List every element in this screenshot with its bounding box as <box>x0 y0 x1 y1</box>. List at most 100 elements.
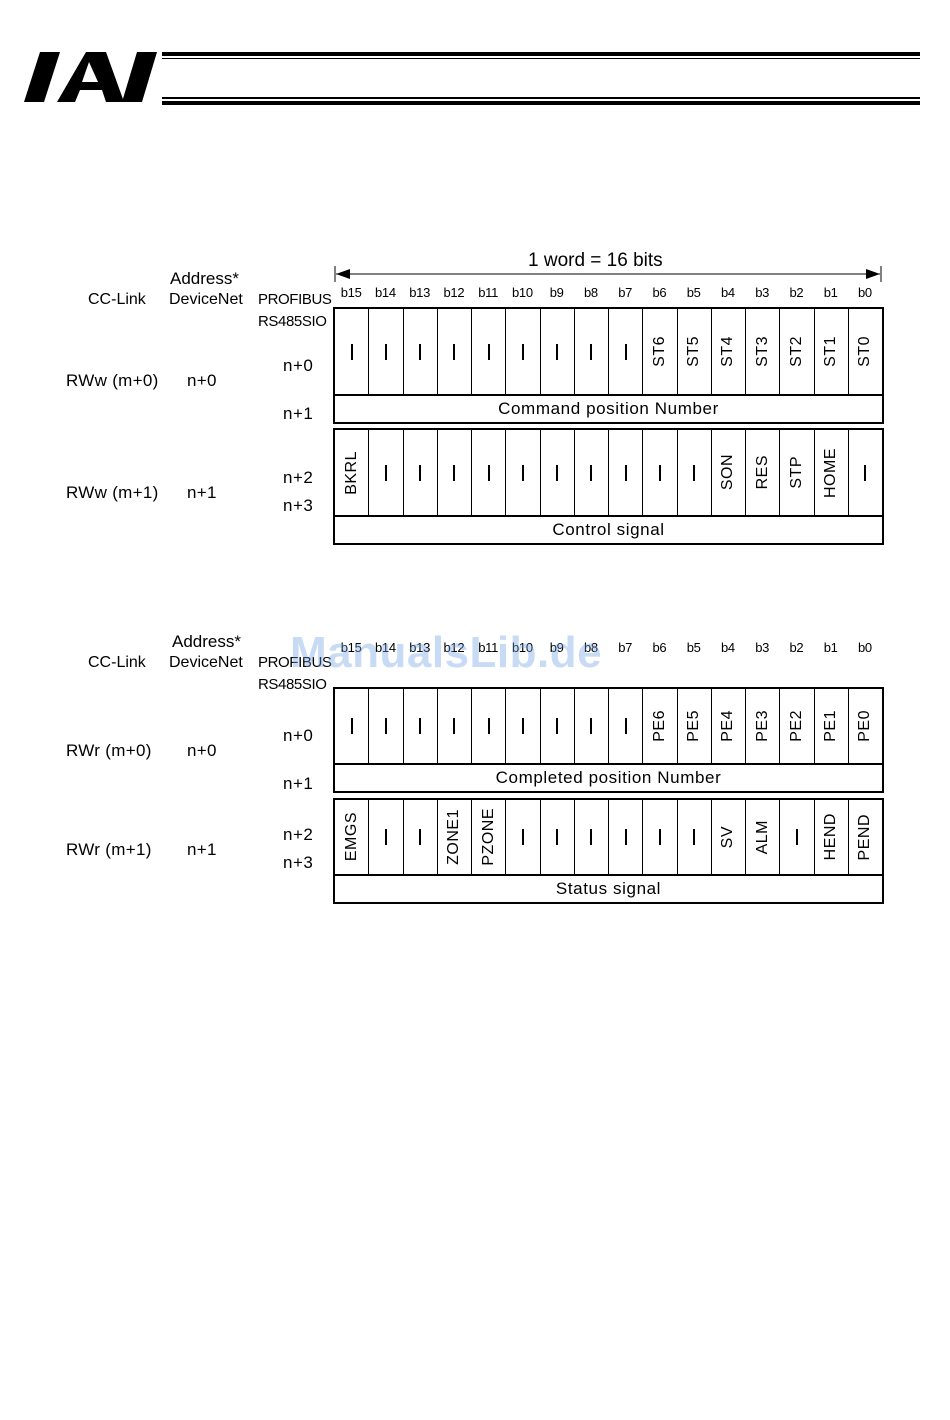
bit-cell-b9 <box>539 800 574 874</box>
signal-name: ST6 <box>650 336 668 367</box>
bit-cell-b0: PE0 <box>847 689 882 763</box>
devicenet-label: DeviceNet <box>169 654 243 671</box>
bit-cell-b13 <box>402 800 437 874</box>
bit-cell-b6 <box>642 430 676 515</box>
bit-cell-b15 <box>335 689 368 763</box>
cc-row-label: RWr (m+0) <box>66 741 152 760</box>
pb-row-label: n+3 <box>283 496 314 515</box>
unused-bit-mark <box>624 343 627 360</box>
unused-bit-mark <box>419 343 422 360</box>
bit-cell-b2 <box>779 800 813 874</box>
iai-logo <box>24 52 157 102</box>
cc-row-label: RWr (m+1) <box>66 840 152 859</box>
bit-cell-b3: PE3 <box>745 689 779 763</box>
signal-name: PE5 <box>685 710 703 742</box>
cclink-label: CC-Link <box>88 654 146 671</box>
signal-name: ST2 <box>787 336 805 367</box>
header-rule-bottom <box>162 101 920 105</box>
bit-header-b3: b3 <box>755 640 770 655</box>
bit-cell-b1: ST1 <box>813 309 848 394</box>
unused-bit-mark <box>453 343 456 360</box>
bit-header-b11: b11 <box>478 640 499 655</box>
signal-name: PE6 <box>650 710 668 742</box>
signal-name: SV <box>719 825 737 849</box>
bit-cell-b11 <box>471 309 505 394</box>
pb-row-label: n+0 <box>283 726 314 745</box>
unused-bit-mark <box>590 464 593 481</box>
signal-name: PE0 <box>856 710 874 742</box>
signal-name: PZONE <box>479 808 497 866</box>
bit-header-b1: b1 <box>823 285 838 300</box>
watermark: ManualsLib.de <box>290 628 603 677</box>
bit-header-b9: b9 <box>549 285 564 300</box>
bit-cell-b5: ST5 <box>676 309 711 394</box>
unused-bit-mark <box>521 718 524 734</box>
unused-bit-mark <box>556 464 559 481</box>
bit-cell-b14 <box>368 800 402 874</box>
unused-bit-mark <box>590 718 593 734</box>
bit-cell-b8 <box>573 309 608 394</box>
bit-header-b15: b15 <box>340 285 362 300</box>
bit-cell-b6 <box>642 800 676 874</box>
bit-cell-b15 <box>335 309 368 394</box>
bit-cell-b10 <box>505 309 539 394</box>
bit-cell-b2: PE2 <box>779 689 813 763</box>
bit-cell-b6: PE6 <box>642 689 676 763</box>
bit-header-b8: b8 <box>583 640 598 655</box>
bit-header-b4: b4 <box>720 640 735 655</box>
unused-bit-mark <box>795 829 798 845</box>
unused-bit-mark <box>624 829 627 845</box>
dn-row-label: n+0 <box>187 741 217 760</box>
bit-cell-b9 <box>539 309 574 394</box>
signal-name: PE1 <box>822 710 840 742</box>
bit-header-b5: b5 <box>686 640 701 655</box>
bit-header-b10: b10 <box>511 285 533 300</box>
signal-name: BKRL <box>342 450 360 495</box>
bit-cell-b5 <box>676 430 711 515</box>
header-rule-bottom-thin <box>162 97 920 99</box>
signal-name: ALM <box>753 819 771 855</box>
bit-cell-b3: ST3 <box>745 309 779 394</box>
unused-bit-mark <box>864 464 867 481</box>
unused-bit-mark <box>453 718 456 734</box>
unused-bit-mark <box>487 718 490 734</box>
unused-bit-mark <box>624 464 627 481</box>
bit-cell-b0: PEND <box>847 800 882 874</box>
unused-bit-mark <box>658 829 661 845</box>
dn-row-label: n+1 <box>187 840 217 859</box>
bit-header-b11: b11 <box>478 285 499 300</box>
bit-cell-b10 <box>505 800 539 874</box>
bit-header-b3: b3 <box>755 285 770 300</box>
bit-cell-b12 <box>436 430 471 515</box>
devicenet-label: DeviceNet <box>169 291 243 308</box>
bit-header-b2: b2 <box>789 640 804 655</box>
bit-cell-b7 <box>608 689 642 763</box>
unused-bit-mark <box>658 464 661 481</box>
signal-name: PEND <box>856 813 874 861</box>
address-label: Address* <box>170 269 239 288</box>
pb-row-label: n+0 <box>283 356 314 375</box>
bit-header-b0: b0 <box>857 640 872 655</box>
unused-bit-mark <box>521 829 524 845</box>
bit-cell-b4: ST4 <box>710 309 745 394</box>
unused-bit-mark <box>590 829 593 845</box>
bit-cell-b3: ALM <box>745 800 779 874</box>
dn-row-label: n+0 <box>187 371 217 390</box>
unused-bit-mark <box>453 464 456 481</box>
signal-name: HOME <box>822 447 840 498</box>
header-rule-top <box>162 52 920 56</box>
rs485-label: RS485SIO <box>258 313 327 330</box>
bit-cell-b11 <box>471 430 505 515</box>
bit-header-b10: b10 <box>511 640 533 655</box>
signal-name: RES <box>753 455 771 490</box>
pb-row-label: n+2 <box>283 468 314 487</box>
bit-header-b13: b13 <box>409 640 431 655</box>
bit-cell-b3: RES <box>745 430 779 515</box>
bit-cell-b15: EMGS <box>335 800 368 874</box>
bit-cell-b8 <box>573 800 608 874</box>
bit-header-b4: b4 <box>720 285 735 300</box>
